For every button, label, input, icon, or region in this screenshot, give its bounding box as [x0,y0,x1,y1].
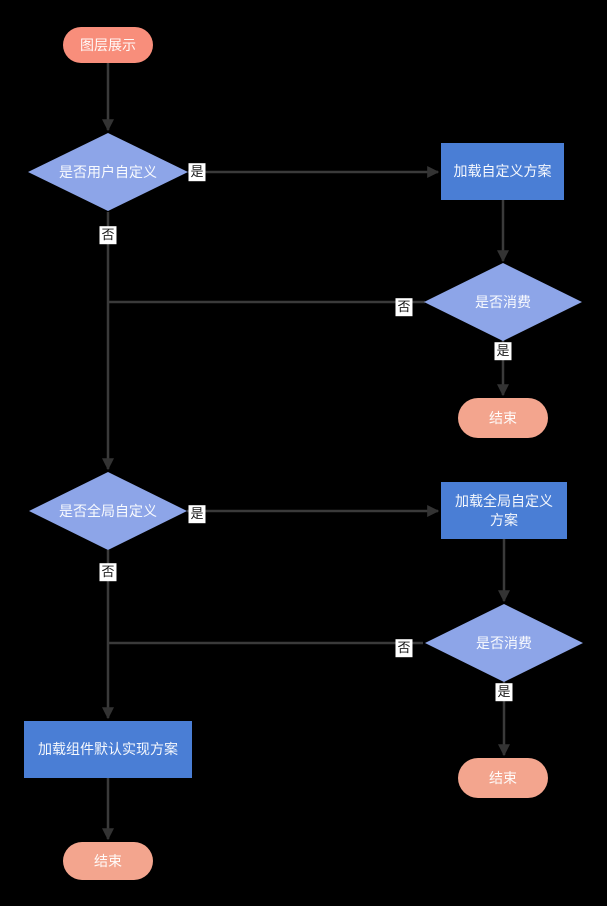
edge-label-global-custom-no: 否 [99,563,117,581]
process-load-custom: 加载自定义方案 [441,143,564,200]
end-node-bottom-left: 结束 [63,842,153,880]
process-load-global: 加载全局自定义方案 [441,482,567,539]
edge-label-global-custom-yes: 是 [188,505,206,523]
edge-label-consume-bottom-no: 否 [395,639,413,657]
end-node-bottom-right: 结束 [458,758,548,798]
end-node-top-right: 结束 [458,398,548,438]
edge-label-consume-top-no: 否 [395,298,413,316]
process-load-default: 加载组件默认实现方案 [24,721,192,778]
edge-label-consume-bottom-yes: 是 [495,683,513,701]
edge-label-user-custom-yes: 是 [188,163,206,181]
edge-label-user-custom-no: 否 [99,226,117,244]
edge-label-consume-top-yes: 是 [494,342,512,360]
start-node: 图层展示 [63,27,153,63]
